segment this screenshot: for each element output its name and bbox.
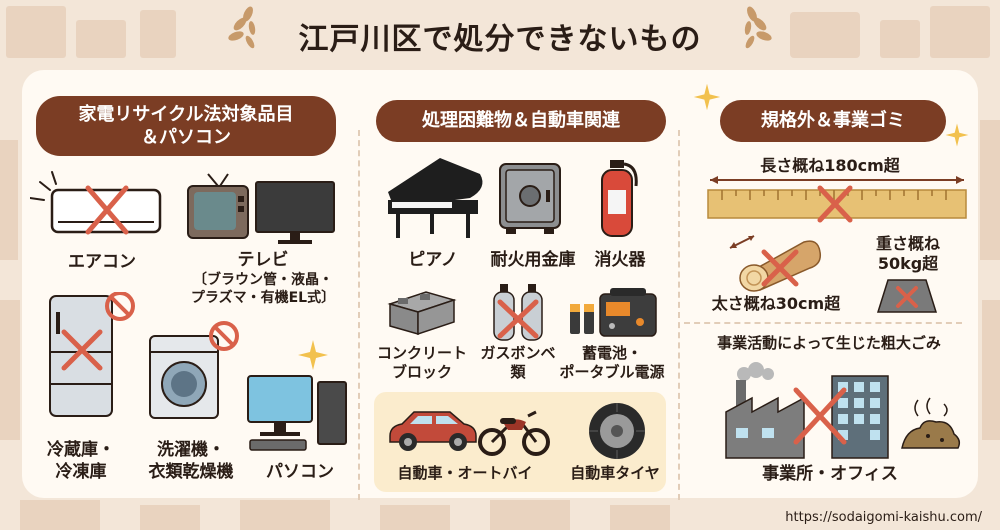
log-icon [729, 235, 822, 292]
tire-label: 自動車タイヤ [570, 464, 660, 482]
title-bar: 江戸川区で処分できないもの [0, 8, 1000, 64]
extinguisher-label: 消火器 [594, 250, 646, 270]
block-label: コンクリート ブロック [372, 344, 472, 382]
weight-label-line2: 50kg超 [877, 254, 939, 274]
battery-icon [570, 288, 657, 337]
pc-icon [247, 375, 347, 451]
row-divider-oversize [684, 322, 962, 324]
block-label-line2: ブロック [391, 363, 452, 382]
fridge-icon [49, 292, 135, 417]
ruler-icon [707, 176, 967, 223]
sparkle-icon [945, 123, 969, 147]
aircon-icon [30, 171, 162, 235]
column-divider-1 [358, 130, 360, 500]
vehicle-label: 自動車・オートバイ [397, 464, 533, 482]
weight-label: 重さ概ね 50kg超 [858, 234, 958, 275]
garbage-pile-icon [901, 397, 961, 449]
category-appliances-line1: 家電リサイクル法対象品目 [78, 103, 294, 125]
category-difficult-label: 処理困難物＆自動車関連 [422, 110, 620, 132]
aircon-label: エアコン [68, 252, 136, 272]
battery-label-line2: ポータブル電源 [559, 363, 665, 382]
thickness-label: 太さ概ね30cm超 [711, 294, 841, 313]
washer-label-line1: 洗濯機・ [157, 440, 225, 460]
category-appliances-line2: ＆パソコン [141, 127, 231, 148]
extinguisher-icon [601, 160, 638, 237]
weight-icon [876, 279, 938, 313]
fridge-label-line1: 冷蔵庫・ [47, 440, 115, 460]
battery-label: 蓄電池・ ポータブル電源 [554, 344, 670, 382]
washer-label: 洗濯機・ 衣類乾燥機 [136, 440, 246, 484]
tv-label-line1: テレビ [237, 250, 289, 270]
safe-icon [499, 163, 561, 234]
safe-label: 耐火用金庫 [490, 250, 576, 270]
piano-label: ピアノ [408, 250, 458, 270]
gas-label: ガスボンベ 類 [470, 344, 566, 382]
motorcycle-icon [478, 410, 550, 456]
source-url[interactable]: https://sodaigomi-kaishu.com/ [785, 510, 982, 525]
office-label: 事業所・オフィス [762, 464, 898, 484]
tv-label: テレビ 〔ブラウン管・液晶・ プラズマ・有機EL式〕 [178, 250, 348, 308]
gas-label-line1: ガスボンベ [480, 344, 556, 362]
car-icon [389, 411, 477, 451]
gas-label-line2: 類 [510, 363, 526, 382]
concrete-block-icon [387, 291, 457, 336]
tv-label-line3: プラズマ・有機EL式〕 [190, 289, 336, 306]
battery-label-line1: 蓄電池・ [581, 344, 642, 362]
tv-label-line2: 〔ブラウン管・液晶・ [193, 271, 333, 288]
length-label: 長さ概ね180cm超 [760, 156, 900, 175]
category-oversize-label: 規格外＆事業ゴミ [761, 110, 905, 132]
block-label-line1: コンクリート [376, 344, 467, 362]
category-oversize: 規格外＆事業ゴミ [720, 100, 946, 142]
category-appliances: 家電リサイクル法対象品目 ＆パソコン [36, 96, 336, 156]
fridge-label: 冷蔵庫・ 冷凍庫 [36, 440, 126, 484]
sparkle-icon [693, 83, 721, 111]
tv-icon [187, 173, 335, 244]
column-divider-2 [678, 130, 680, 500]
fridge-label-line2: 冷凍庫 [55, 461, 107, 482]
category-difficult: 処理困難物＆自動車関連 [376, 100, 666, 142]
factory-office-icon [725, 362, 889, 459]
sparkle-icon [298, 340, 328, 370]
weight-label-line1: 重さ概ね [875, 234, 940, 253]
piano-icon [388, 158, 483, 238]
page-title: 江戸川区で処分できないもの [298, 22, 702, 57]
pc-label: パソコン [266, 462, 334, 482]
gas-cylinder-icon [493, 284, 543, 341]
washer-icon [149, 321, 239, 419]
tire-icon [589, 403, 645, 459]
laurel-left-icon [228, 6, 256, 49]
laurel-right-icon [744, 6, 772, 49]
business-heading: 事業活動によって生じた粗大ごみ [717, 334, 941, 352]
washer-label-line2: 衣類乾燥機 [148, 461, 234, 482]
